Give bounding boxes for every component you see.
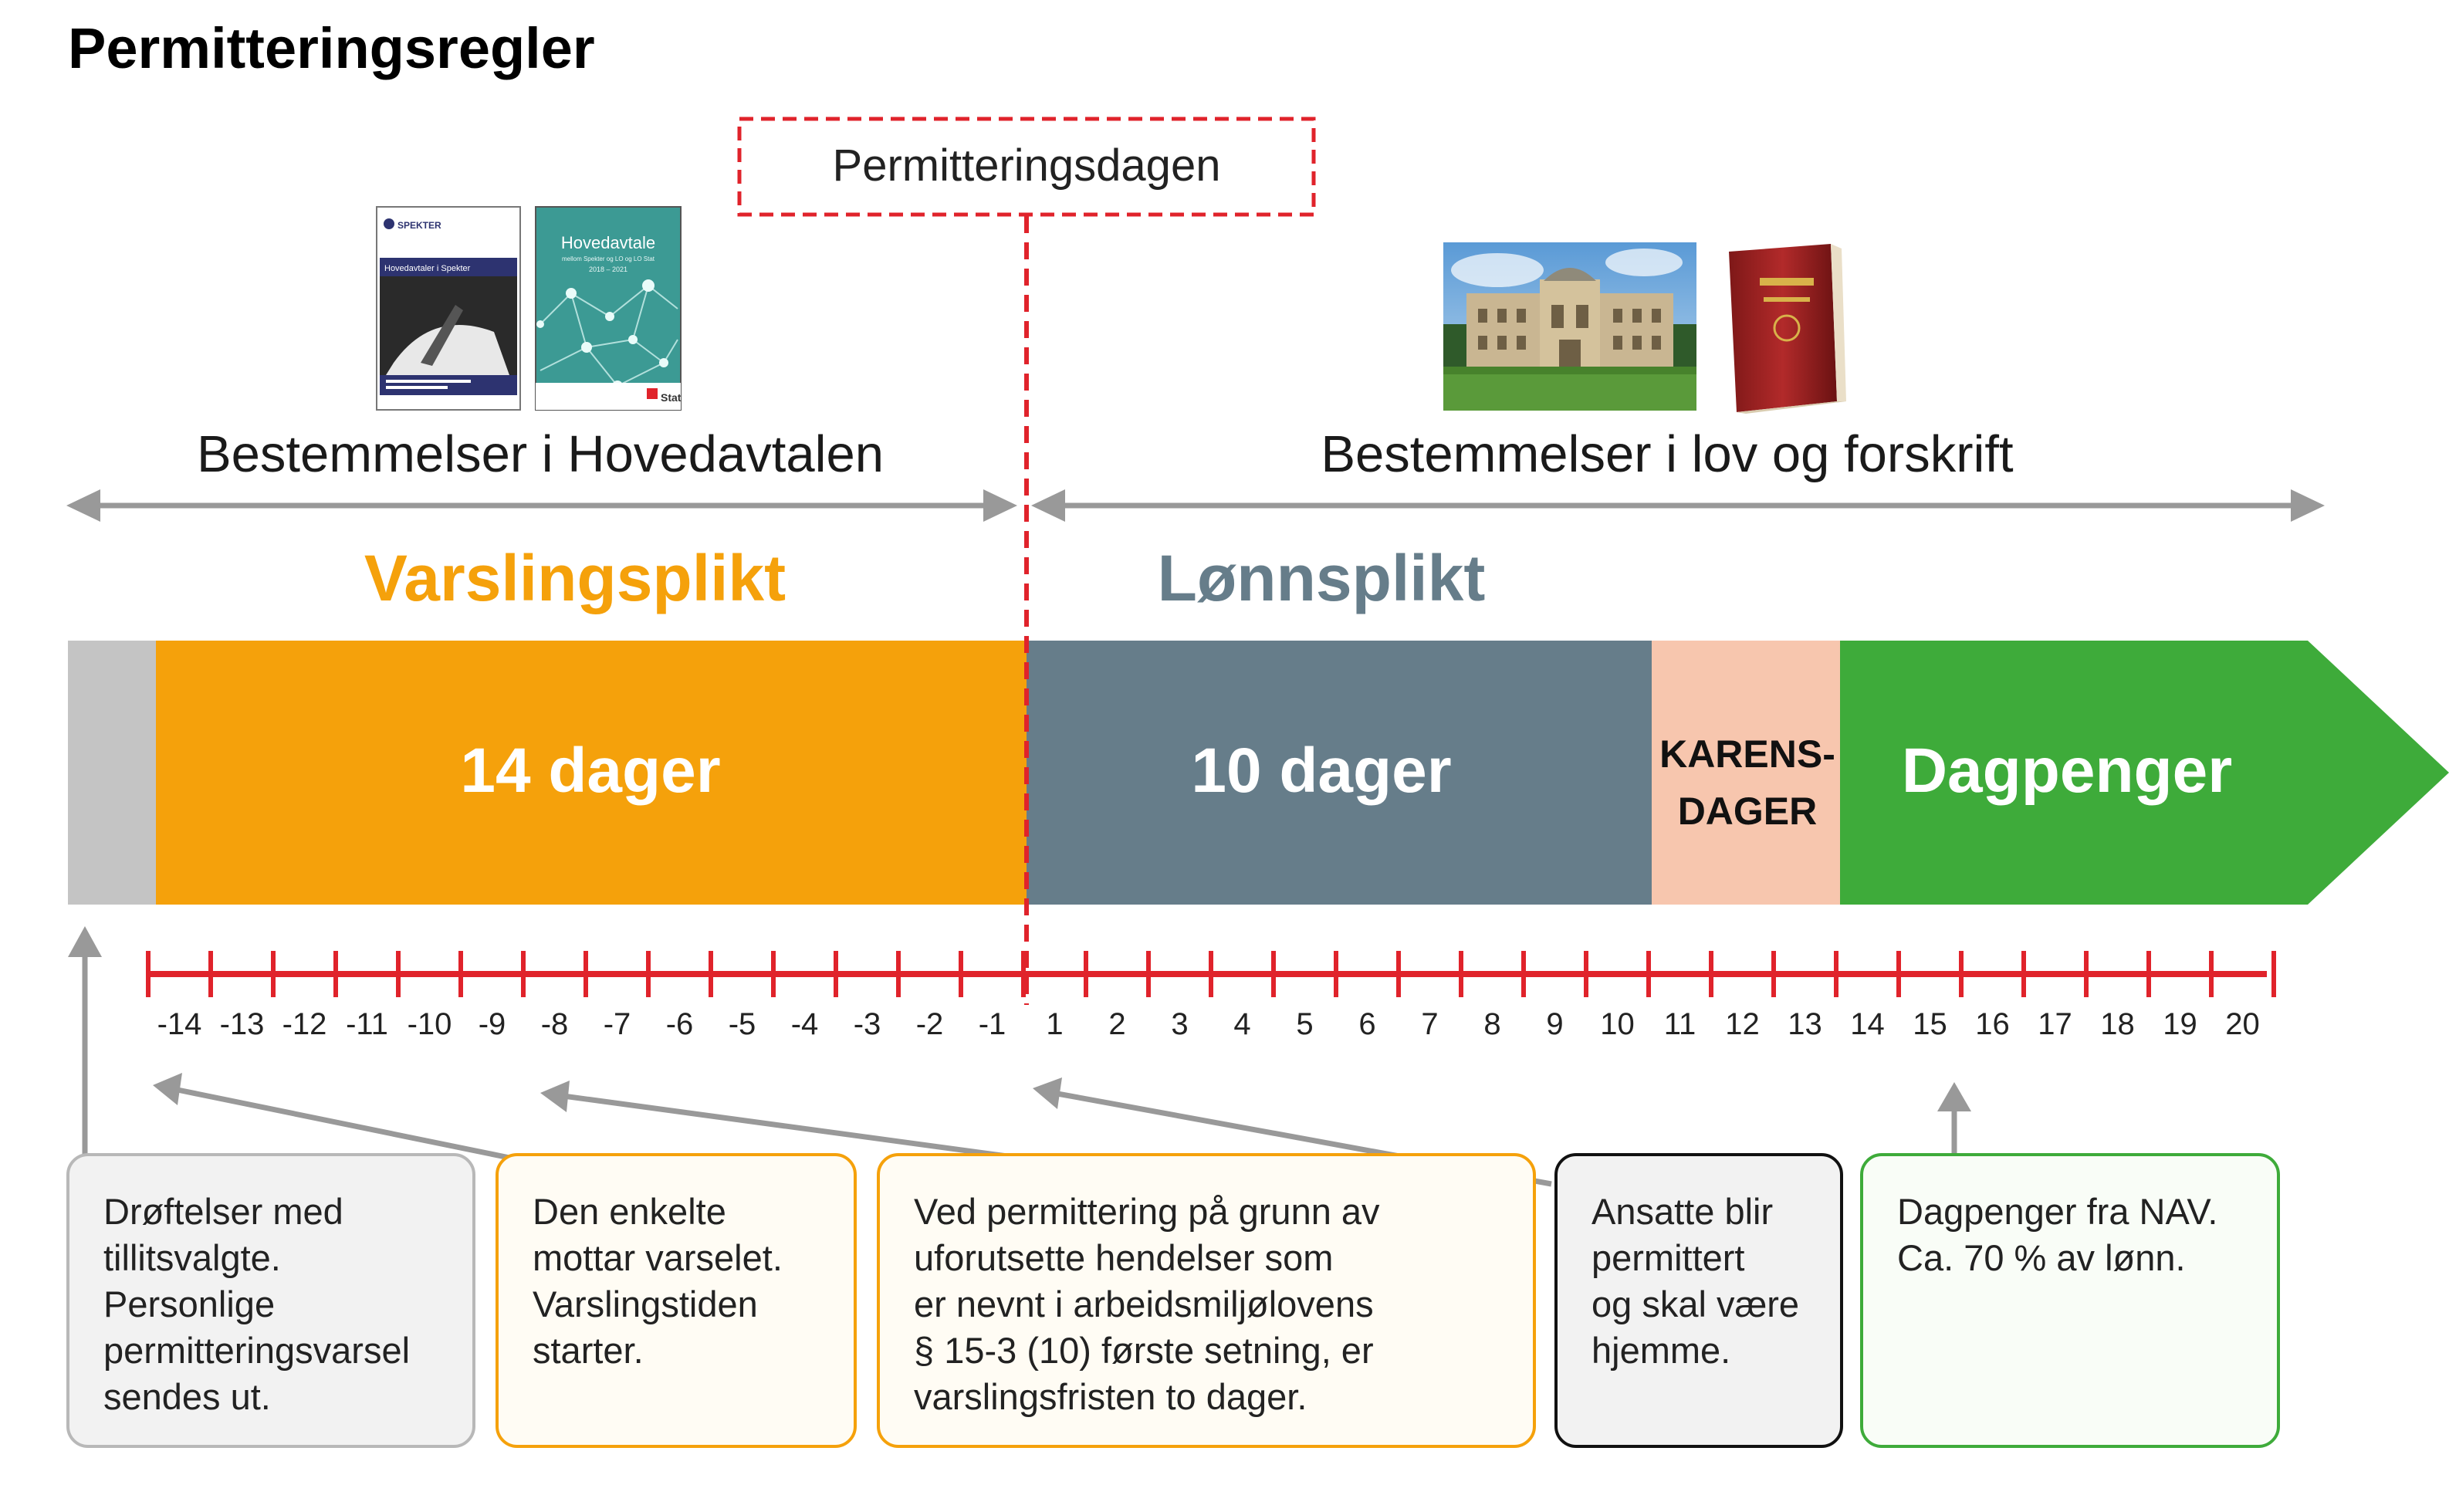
note-line: tillitsvalgte. [103, 1237, 281, 1278]
range-arrow-right [1031, 489, 2325, 522]
range-arrow-left [66, 489, 1017, 522]
timeline-tick-label: -14 [157, 1007, 202, 1041]
permitteringsdagen-label: Permitteringsdagen [833, 140, 1221, 191]
note-line: Dagpenger fra NAV. [1897, 1191, 2218, 1232]
hovedavtale-logo-text: Stat [661, 391, 682, 404]
note-dagpenger: Dagpenger fra NAV. Ca. 70 % av lønn. [1860, 1153, 2280, 1448]
note-line: Ansatte blir [1592, 1191, 1774, 1232]
timeline-tick-label: 6 [1358, 1007, 1375, 1041]
note-line: Personlige [103, 1284, 276, 1324]
timeline-tick-label: 3 [1171, 1007, 1188, 1041]
timeline-tick-label: -4 [791, 1007, 819, 1041]
spekter-heading: Hovedavtaler i Spekter [384, 264, 471, 273]
timeline-tick-label: 4 [1233, 1007, 1250, 1041]
timeline-tick-label: -13 [220, 1007, 265, 1041]
note-permittert: Ansatte blir permittert og skal være hje… [1554, 1153, 1843, 1448]
note-line: starter. [533, 1330, 644, 1371]
note-line: sendes ut. [103, 1376, 271, 1417]
timeline-tick-label: -8 [541, 1007, 569, 1041]
pointer-arrow-dagpenger [1937, 1082, 1971, 1158]
note-line: permittert [1592, 1237, 1745, 1278]
range-right-label: Bestemmelser i lov og forskrift [1321, 425, 2014, 483]
timeline-tick-label: 12 [1725, 1007, 1760, 1041]
note-line: permitteringsvarsel [103, 1330, 411, 1371]
range-left-label: Bestemmelser i Hovedavtalen [197, 425, 884, 483]
note-line: Ved permittering på grunn av [914, 1191, 1380, 1232]
pointer-arrows [68, 926, 1971, 1187]
note-line: § 15-3 (10) første setning, er [914, 1330, 1374, 1371]
note-line: varslingsfristen to dager. [914, 1376, 1307, 1417]
timeline-tick-label: 18 [2100, 1007, 2135, 1041]
karens-block [1652, 641, 1840, 905]
stortinget-photo [1443, 242, 1696, 411]
note-line: er nevnt i arbeidsmiljølovens [914, 1284, 1374, 1324]
timeline-tick-label: 9 [1546, 1007, 1563, 1041]
hovedavtale-brand: Hovedavtale [561, 233, 655, 252]
timeline-tick-label: -11 [346, 1007, 388, 1041]
permitteringsdagen-box [737, 117, 1316, 217]
note-line: Den enkelte [533, 1191, 726, 1232]
note-line: Varslingstiden [533, 1284, 758, 1324]
hovedavtale-subtitle: mellom Spekter og LO og LO Stat [562, 255, 655, 262]
timeline-tick-label: -12 [282, 1007, 327, 1041]
timeline-tick-label: -9 [479, 1007, 506, 1041]
hovedavtale-booklet: Hovedavtale mellom Spekter og LO og LO S… [535, 206, 682, 411]
note-line: og skal være [1592, 1284, 1800, 1324]
timeline-tick-label: -6 [666, 1007, 694, 1041]
timeline-tick-label: 11 [1664, 1007, 1696, 1041]
note-line: hjemme. [1592, 1330, 1731, 1371]
pointer-arrow-drofting [68, 926, 102, 1158]
timeline-tick-label: 1 [1046, 1007, 1063, 1041]
timeline-tick-label: 2 [1108, 1007, 1125, 1041]
spekter-booklet: SPEKTER Hovedavtaler i Spekter [376, 206, 521, 411]
timeline-tick-label: 14 [1850, 1007, 1885, 1041]
grey-start-block [68, 641, 156, 905]
varsling-block [156, 641, 1027, 905]
dagpenger-block [1840, 641, 2449, 905]
hovedavtale-years: 2018 – 2021 [589, 266, 627, 273]
karens-label-line1: KARENS- [1659, 732, 1835, 776]
timeline-tick-label: 10 [1600, 1007, 1635, 1041]
pointer-arrow-uforutsette [540, 1081, 1020, 1161]
lonn-block [1027, 641, 1652, 905]
karens-label-line2: DAGER [1678, 790, 1818, 833]
timeline-tick-label: -10 [408, 1007, 452, 1041]
timeline-tick-label: -5 [729, 1007, 756, 1041]
timeline-tick-label: 17 [2038, 1007, 2072, 1041]
varsling-days-label: 14 dager [460, 736, 720, 806]
note-line: uforutsette hendelser som [914, 1237, 1334, 1278]
spekter-brand: SPEKTER [397, 220, 441, 231]
timeline-tick-label: -3 [854, 1007, 881, 1041]
timeline-tick-label: 8 [1483, 1007, 1500, 1041]
dagpenger-label: Dagpenger [1902, 736, 2232, 806]
note-uforutsette: Ved permittering på grunn av uforutsette… [877, 1153, 1536, 1448]
timeline-tick-label: -1 [979, 1007, 1006, 1041]
note-line: Drøftelser med [103, 1191, 343, 1232]
timeline-tick-label: 19 [2163, 1007, 2197, 1041]
timeline-tick-label: 7 [1421, 1007, 1438, 1041]
note-line: Ca. 70 % av lønn. [1897, 1237, 2186, 1278]
lonnsplikt-heading: Lønnsplikt [1158, 542, 1486, 614]
note-varsel-mottatt: Den enkelte mottar varselet. Varslingsti… [496, 1153, 857, 1448]
timeline-tick-label: 5 [1296, 1007, 1313, 1041]
timeline-tick-label: 20 [2225, 1007, 2260, 1041]
lovbok-icon [1729, 244, 1846, 414]
page-title: Permitteringsregler [68, 16, 595, 80]
varslingsplikt-heading: Varslingsplikt [364, 542, 786, 614]
timeline-tick-label: -2 [916, 1007, 944, 1041]
lonn-days-label: 10 dager [1191, 736, 1451, 806]
pointer-arrow-varsel-mottatt [153, 1073, 510, 1161]
timeline-tick-label: 16 [1975, 1007, 2010, 1041]
timeline-tick-label: 13 [1788, 1007, 1822, 1041]
timeline-tick-label: -7 [604, 1007, 631, 1041]
note-drofting: Drøftelser med tillitsvalgte. Personlige… [66, 1153, 475, 1448]
note-line: mottar varselet. [533, 1237, 783, 1278]
timeline-tick-label: 15 [1913, 1007, 1947, 1041]
